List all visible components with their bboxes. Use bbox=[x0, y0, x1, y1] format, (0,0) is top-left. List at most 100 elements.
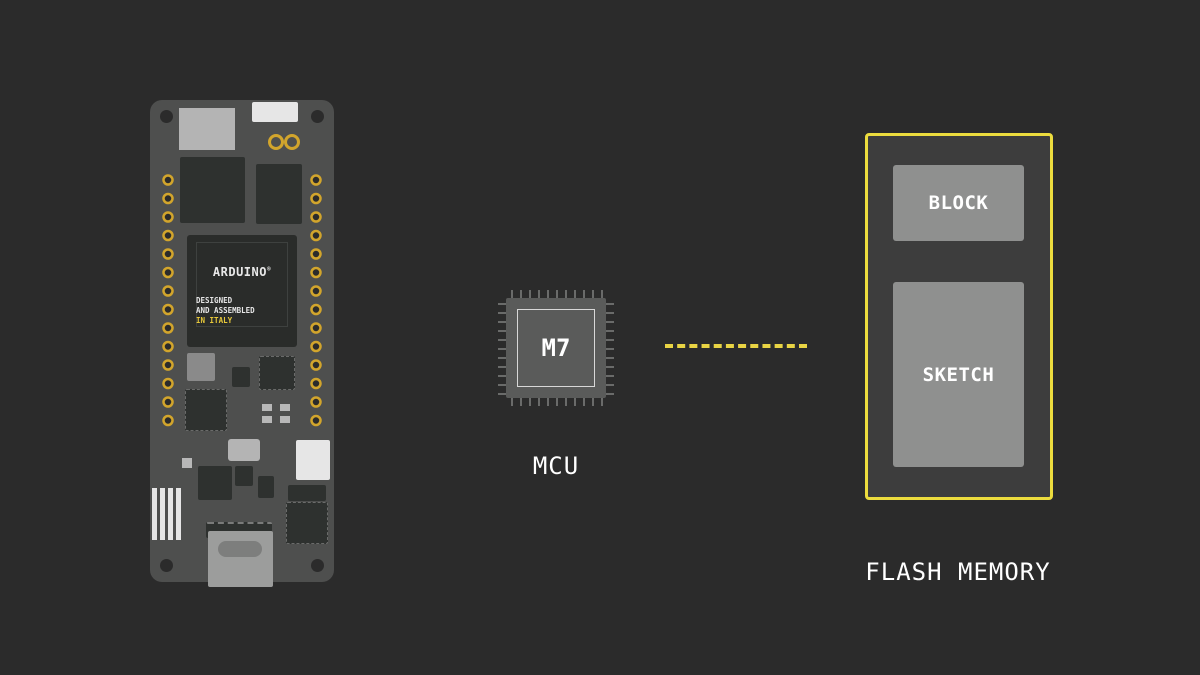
memory-block-sketch: SKETCH bbox=[893, 282, 1024, 467]
header-pin bbox=[162, 414, 174, 427]
flash-memory-caption: FLASH MEMORY bbox=[865, 558, 1051, 586]
memory-block-block: BLOCK bbox=[893, 165, 1024, 241]
connector-header bbox=[288, 485, 326, 501]
mcu-lead bbox=[547, 290, 549, 298]
header-pin bbox=[310, 174, 322, 186]
smd-part bbox=[262, 416, 272, 423]
brand-label: ARDUINO® bbox=[212, 265, 272, 279]
antenna-connector bbox=[179, 108, 235, 150]
antenna-pad bbox=[152, 488, 184, 540]
header-pin bbox=[310, 340, 322, 353]
power-chip bbox=[198, 466, 232, 500]
header-pin bbox=[310, 414, 322, 427]
mcu-lead bbox=[606, 339, 614, 341]
mcu-lead bbox=[606, 375, 614, 377]
mcu-lead bbox=[606, 357, 614, 359]
mcu-lead bbox=[556, 290, 558, 298]
header-pin bbox=[162, 248, 174, 260]
mcu-lead bbox=[498, 348, 506, 350]
mcu-lead bbox=[583, 290, 585, 298]
header-pin bbox=[162, 303, 174, 316]
mcu-lead bbox=[498, 375, 506, 377]
mcu-lead bbox=[606, 366, 614, 368]
silkscreen-line: AND ASSEMBLED bbox=[196, 306, 255, 315]
mcu-lead bbox=[498, 339, 506, 341]
mcu-lead bbox=[574, 290, 576, 298]
mcu-lead bbox=[574, 398, 576, 406]
flash-memory-box: BLOCK SKETCH bbox=[865, 133, 1053, 500]
mcu-lead bbox=[498, 393, 506, 395]
arduino-logo-icon bbox=[268, 134, 300, 150]
mcu-lead bbox=[520, 398, 522, 406]
mcu-lead bbox=[592, 290, 594, 298]
mcu-die-outline: M7 bbox=[517, 309, 595, 387]
smd-part bbox=[280, 404, 290, 411]
header-pin bbox=[162, 396, 174, 408]
header-pin bbox=[310, 377, 322, 390]
mcu-lead bbox=[498, 357, 506, 359]
memory-chip bbox=[180, 157, 245, 223]
mcu-lead bbox=[601, 290, 603, 298]
header-pin bbox=[162, 377, 174, 390]
header-pin bbox=[162, 285, 174, 297]
mcu-lead bbox=[565, 290, 567, 298]
header-pin bbox=[310, 192, 322, 205]
memory-chip bbox=[256, 164, 302, 224]
small-chip bbox=[235, 466, 253, 486]
mounting-hole bbox=[311, 559, 324, 572]
header-pin bbox=[310, 303, 322, 316]
header-pin bbox=[310, 229, 322, 242]
processor-module: ARDUINO® DESIGNED AND ASSEMBLED IN ITALY bbox=[187, 235, 297, 347]
sensor-chip bbox=[187, 353, 215, 381]
smd-part bbox=[262, 404, 272, 411]
mcu-chip: M7 bbox=[494, 286, 618, 410]
mcu-lead bbox=[498, 330, 506, 332]
mcu-lead bbox=[556, 398, 558, 406]
mcu-lead bbox=[606, 348, 614, 350]
mcu-lead bbox=[601, 398, 603, 406]
mcu-lead bbox=[498, 312, 506, 314]
top-connector bbox=[252, 102, 298, 122]
mcu-lead bbox=[498, 303, 506, 305]
reset-button-graphic bbox=[228, 439, 260, 461]
module-outline: ARDUINO® bbox=[196, 242, 288, 327]
header-pin bbox=[310, 211, 322, 223]
usb-c-port bbox=[208, 531, 273, 587]
mcu-lead bbox=[498, 321, 506, 323]
dashed-connector bbox=[665, 344, 807, 348]
header-pin bbox=[162, 192, 174, 205]
silkscreen-line: IN ITALY bbox=[196, 316, 233, 325]
mcu-lead bbox=[529, 290, 531, 298]
silkscreen-line: DESIGNED bbox=[196, 296, 233, 305]
qfn-chip bbox=[185, 389, 227, 431]
mcu-lead bbox=[606, 393, 614, 395]
battery-connector bbox=[296, 440, 330, 480]
mcu-lead bbox=[498, 366, 506, 368]
mcu-lead bbox=[606, 330, 614, 332]
mcu-caption: MCU bbox=[532, 452, 580, 480]
qfn-chip bbox=[286, 502, 328, 544]
mcu-lead bbox=[511, 398, 513, 406]
arduino-board-illustration: ARDUINO® DESIGNED AND ASSEMBLED IN ITALY bbox=[150, 100, 334, 587]
header-pin bbox=[310, 396, 322, 408]
usb-c-opening bbox=[218, 541, 262, 557]
mounting-hole bbox=[311, 110, 324, 123]
core-label: M7 bbox=[541, 334, 571, 362]
mcu-lead bbox=[606, 321, 614, 323]
mcu-body: M7 bbox=[506, 298, 606, 398]
header-pin bbox=[310, 248, 322, 260]
mcu-lead bbox=[606, 312, 614, 314]
mcu-lead bbox=[511, 290, 513, 298]
header-pin bbox=[162, 211, 174, 223]
header-pin bbox=[162, 359, 174, 371]
header-pin bbox=[162, 174, 174, 186]
mcu-lead bbox=[606, 384, 614, 386]
small-chip bbox=[258, 476, 274, 498]
mounting-hole bbox=[160, 110, 173, 123]
mcu-lead bbox=[606, 303, 614, 305]
mcu-lead bbox=[520, 290, 522, 298]
header-pin bbox=[310, 285, 322, 297]
small-chip bbox=[232, 367, 250, 387]
header-pin bbox=[310, 322, 322, 334]
